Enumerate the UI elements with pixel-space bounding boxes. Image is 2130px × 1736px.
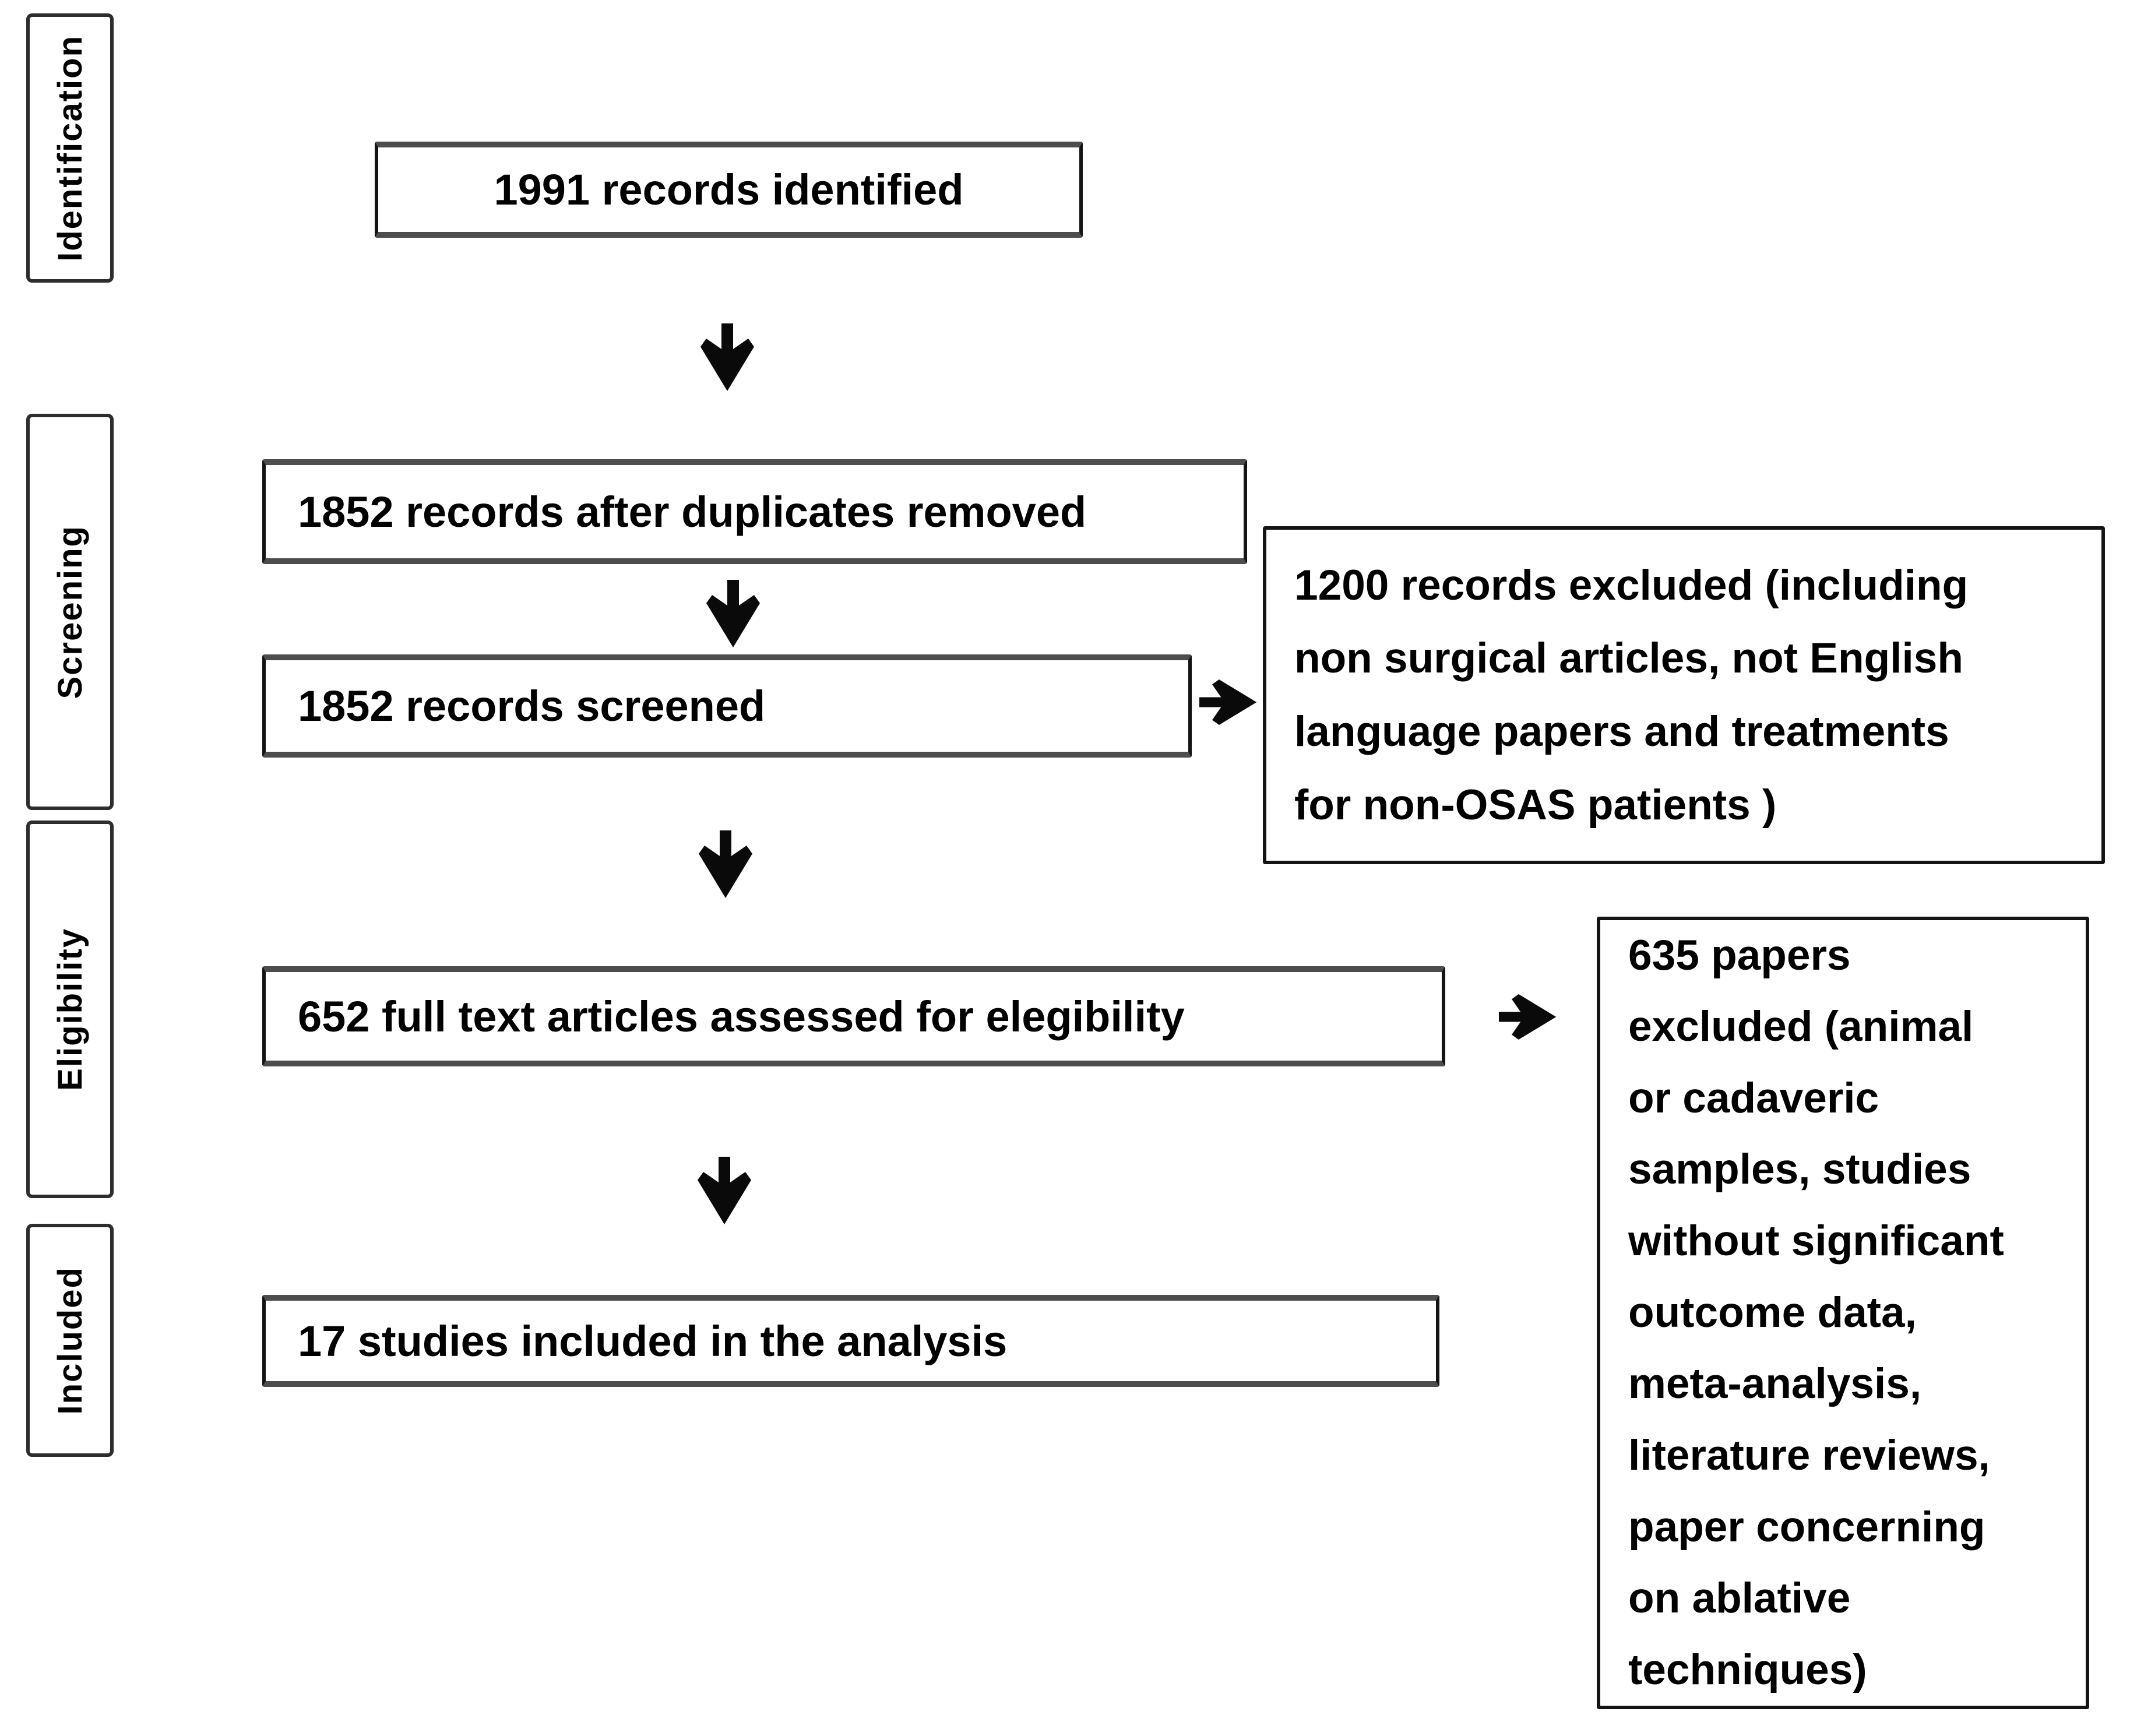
flow-box-records-after-duplicates: 1852 records after duplicates removed [262, 459, 1247, 564]
flow-box-records-screened: 1852 records screened [262, 654, 1192, 758]
stage-label-text: Identification [51, 34, 89, 262]
flow-box-text: 652 full text articles assessed for eleg… [298, 992, 1185, 1041]
flow-box-text: 17 studies included in the analysis [298, 1316, 1008, 1365]
exclusion-box-papers-excluded: 635 papers excluded (animal or cadaveric… [1597, 917, 2089, 1709]
exclusion-box-records-excluded: 1200 records excluded (including non sur… [1263, 526, 2105, 864]
stage-label-identification: Identification [26, 13, 114, 283]
flow-box-studies-included: 17 studies included in the analysis [262, 1295, 1439, 1387]
down-arrow-icon [698, 830, 754, 899]
down-arrow-icon [699, 323, 755, 392]
stage-label-text: Screening [51, 524, 89, 699]
down-arrow-icon [696, 1157, 752, 1226]
flow-box-text: 1991 records identified [494, 165, 964, 214]
right-arrow-icon [1199, 674, 1258, 730]
right-arrow-icon [1499, 989, 1557, 1045]
exclusion-box-text: 635 papers excluded (animal or cadaveric… [1628, 931, 2004, 1693]
flow-box-text: 1852 records after duplicates removed [298, 487, 1087, 536]
flow-box-records-identified: 1991 records identified [375, 142, 1083, 238]
stage-label-text: Eligibility [51, 928, 89, 1091]
stage-label-eligibility: Eligibility [26, 821, 114, 1198]
exclusion-box-text: 1200 records excluded (including non sur… [1294, 561, 1969, 829]
flow-box-fulltext-assessed: 652 full text articles assessed for eleg… [262, 966, 1445, 1066]
down-arrow-icon [705, 580, 761, 649]
stage-label-text: Included [51, 1266, 89, 1415]
flow-box-text: 1852 records screened [298, 682, 766, 730]
stage-label-included: Included [26, 1224, 114, 1457]
stage-label-screening: Screening [26, 414, 114, 810]
